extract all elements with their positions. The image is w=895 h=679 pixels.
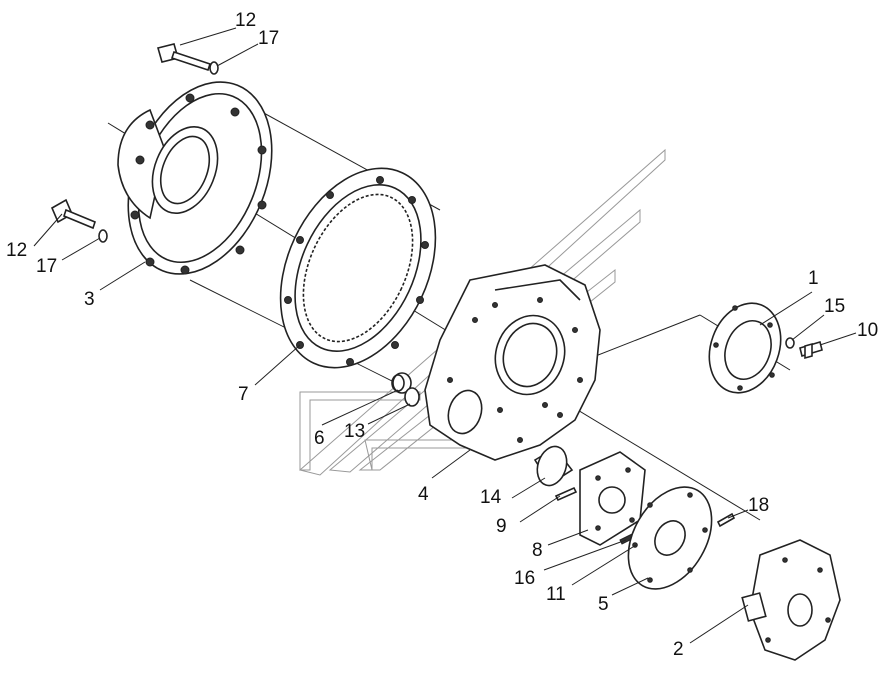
- label-8: 8: [532, 540, 543, 561]
- part-13-seal: [404, 387, 420, 407]
- label-14: 14: [480, 487, 502, 508]
- label-12-left: 12: [6, 240, 27, 261]
- label-18: 18: [748, 495, 769, 516]
- part-17-washer-upper: [209, 61, 219, 75]
- label-4: 4: [418, 484, 429, 505]
- label-15: 15: [824, 296, 845, 317]
- label-6: 6: [314, 428, 325, 449]
- label-2: 2: [673, 639, 684, 660]
- part-15-washer: [785, 337, 795, 349]
- part-1-cap: [708, 302, 782, 394]
- part-18-pin: [716, 512, 736, 528]
- part-9-pin: [554, 486, 578, 502]
- part-4-housing: [424, 264, 601, 461]
- label-12-upper: 12: [235, 10, 256, 31]
- leader-lines: [33, 27, 857, 644]
- label-16: 16: [514, 568, 535, 589]
- part-12-bolt-left: [50, 198, 96, 230]
- label-11: 11: [546, 584, 566, 605]
- part-12-bolt-upper: [157, 43, 212, 72]
- part-10-bolt: [799, 340, 823, 360]
- part-7-ring-gear: [279, 167, 437, 369]
- label-13: 13: [344, 421, 365, 442]
- part-2-end-cover: [741, 539, 841, 661]
- part-number-labels: 12 17 12 17 3 7 6 13 4 14 9 8 16 11 5 2 …: [6, 10, 878, 660]
- part-14-sleeve: [533, 445, 574, 487]
- label-1: 1: [808, 268, 819, 289]
- label-9: 9: [496, 516, 507, 537]
- label-17-left: 17: [36, 256, 57, 277]
- part-5-gasket: [627, 486, 713, 590]
- part-17-washer-left: [98, 229, 108, 243]
- label-10: 10: [857, 320, 878, 341]
- label-17-upper: 17: [258, 28, 279, 49]
- label-7: 7: [238, 384, 249, 405]
- label-3: 3: [84, 289, 95, 310]
- label-5: 5: [598, 594, 609, 615]
- part-3-flange-cover: [117, 81, 273, 275]
- part-6-plug: [391, 372, 412, 394]
- part-8-plate: [579, 451, 646, 546]
